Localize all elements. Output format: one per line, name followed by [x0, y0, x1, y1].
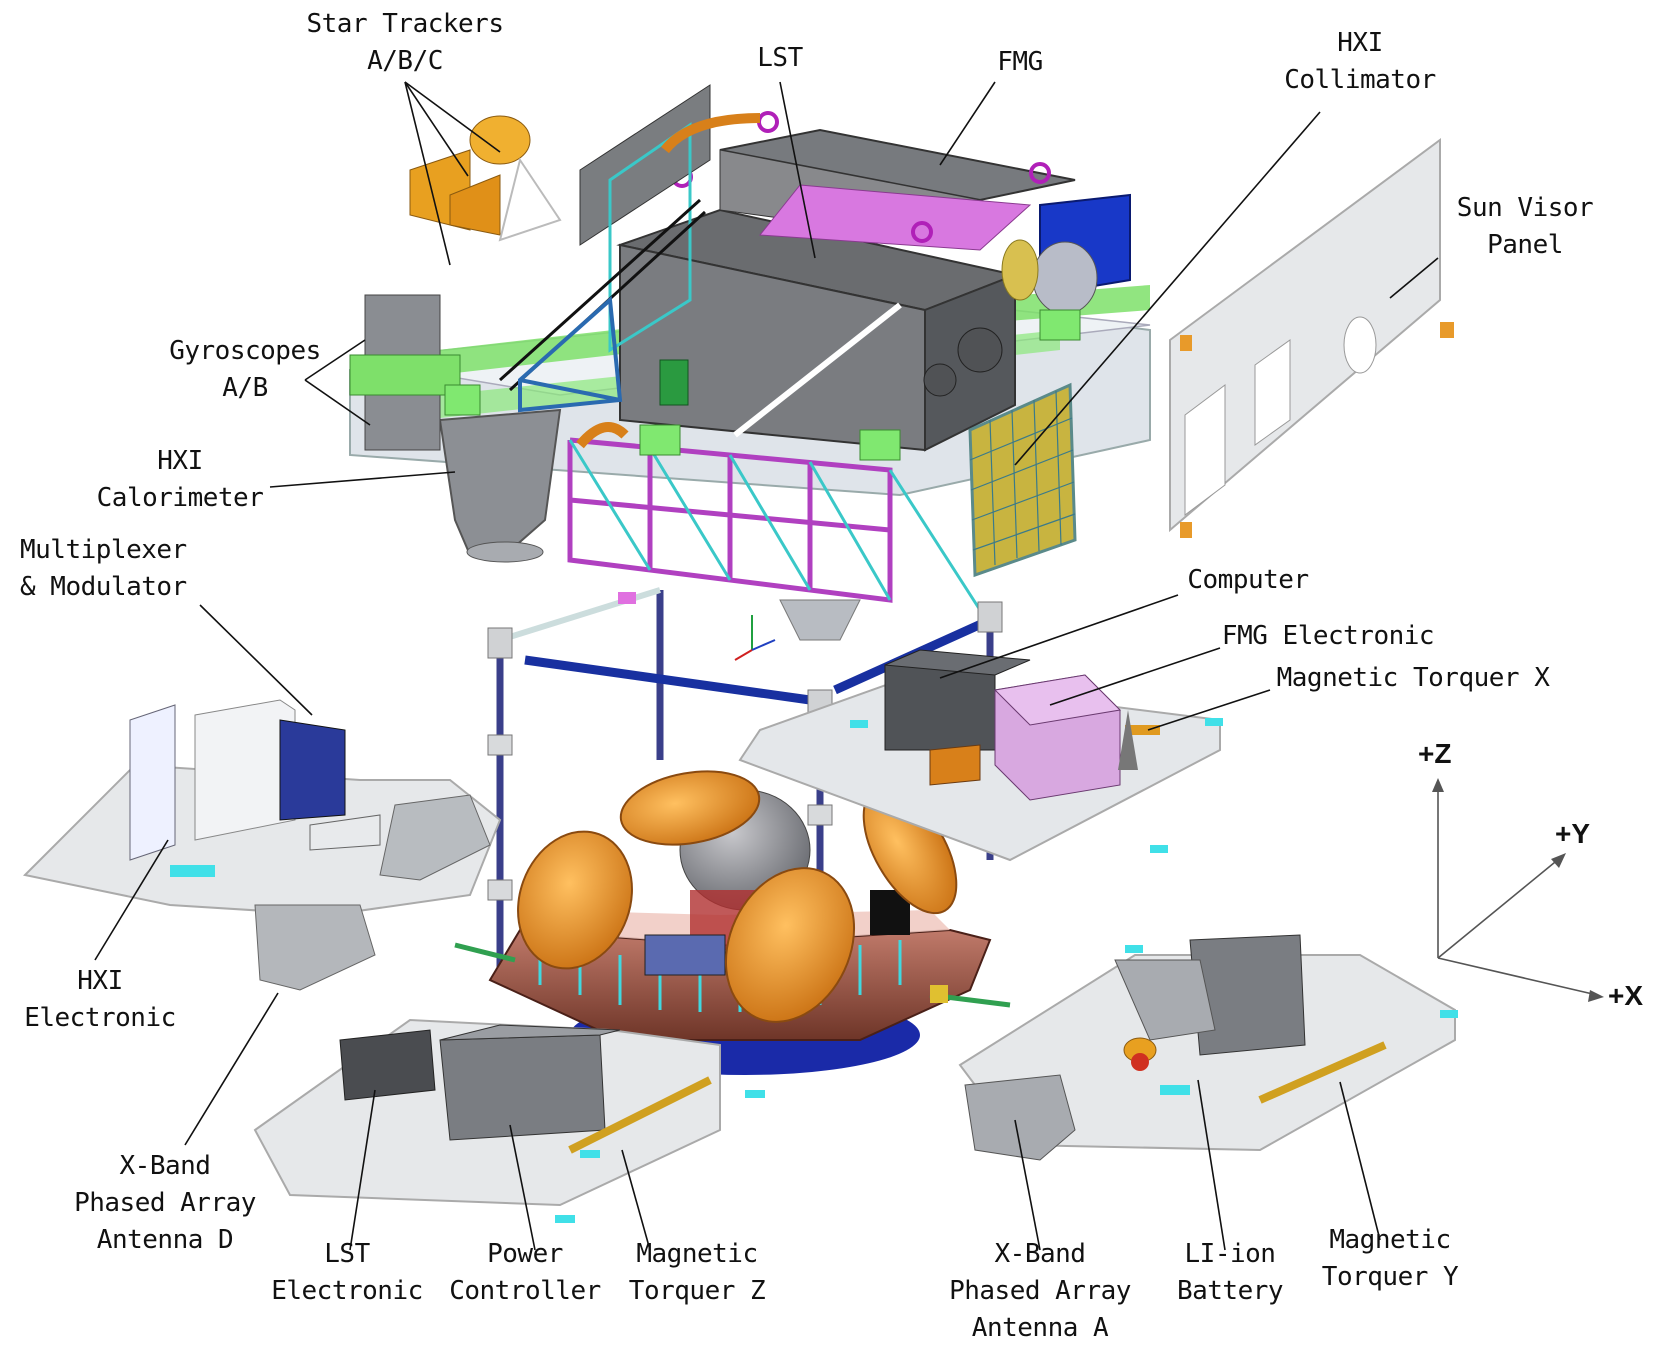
label-lst: LST — [757, 43, 803, 73]
panel-power — [253, 1018, 765, 1223]
label-magnetic-torquer-x: Magnetic Torquer X — [1276, 663, 1550, 693]
axis-label-y: +Y — [1555, 818, 1591, 849]
label-star-trackers: Star Trackers A/B/C — [306, 9, 505, 76]
axis-label-x: +X — [1608, 980, 1644, 1011]
label-fmg-electronic: FMG Electronic — [1221, 621, 1435, 651]
axis-label-z: +Z — [1418, 738, 1452, 769]
panel-battery — [958, 934, 1458, 1161]
label-hxi-electronic: HXI Electronic — [24, 966, 176, 1033]
label-hxi-collimator: HXI Collimator — [1284, 28, 1436, 95]
coordinate-axes — [1432, 778, 1604, 1002]
label-fmg: FMG — [997, 47, 1043, 77]
label-xband-antenna-a: X-Band Phased Array Antenna A — [949, 1239, 1131, 1343]
label-li-ion-battery: LI-ion Battery — [1176, 1239, 1284, 1306]
label-xband-antenna-d: X-Band Phased Array Antenna D — [74, 1151, 256, 1255]
sun-visor-panel — [1169, 138, 1454, 538]
label-hxi-calorimeter: HXI Calorimeter — [96, 446, 264, 513]
leader-lines — [94, 81, 1439, 1251]
label-magnetic-torquer-y: Magnetic Torquer Y — [1321, 1225, 1459, 1292]
label-sun-visor-panel: Sun Visor Panel — [1456, 193, 1594, 260]
panel-multiplexer — [22, 699, 502, 991]
label-lst-electronic: LST Electronic — [271, 1239, 423, 1306]
label-power-controller: Power Controller — [449, 1239, 601, 1306]
label-magnetic-torquer-z: Magnetic Torquer Z — [628, 1239, 766, 1306]
payload-module — [349, 84, 1151, 641]
label-gyroscopes: Gyroscopes A/B — [169, 336, 321, 403]
label-multiplexer-modulator: Multiplexer & Modulator — [20, 535, 187, 602]
panel-computer-fmg — [738, 649, 1223, 862]
label-computer: Computer — [1187, 565, 1309, 595]
